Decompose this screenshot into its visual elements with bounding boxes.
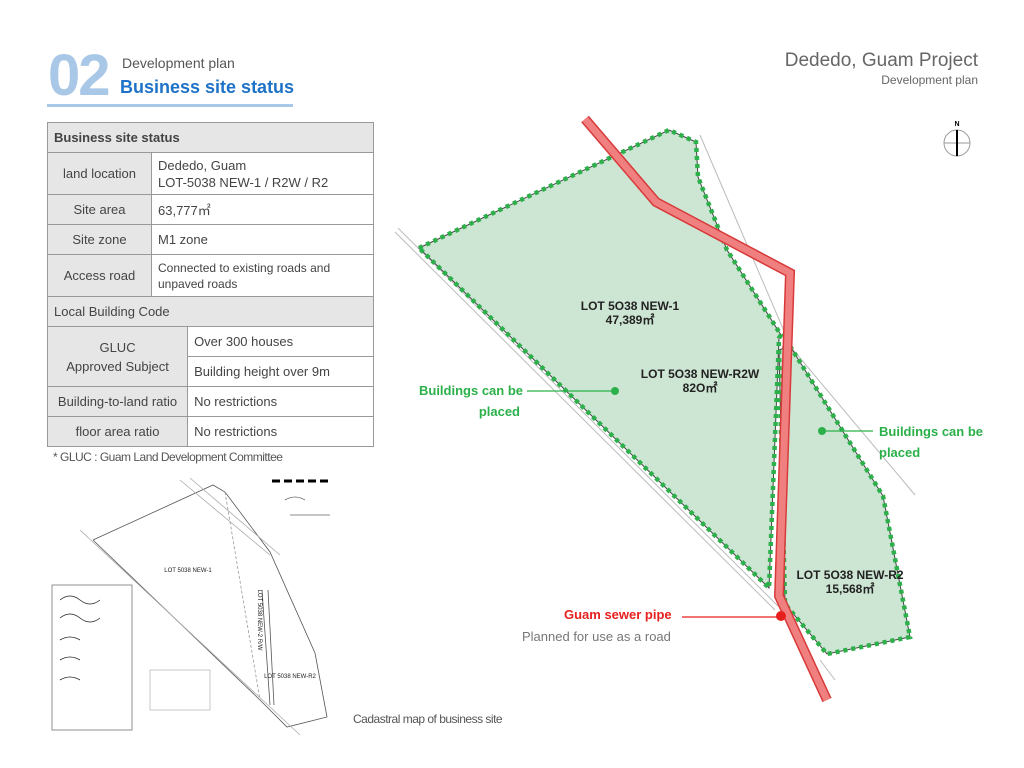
row-label: Site zone [47,224,152,255]
cad-lot-r2w-label: LOT 5038 NEW-2 R/W [256,590,262,651]
north-arrow-icon: N [943,121,971,157]
lot-name: LOT 5O38 NEW-R2 [796,568,904,582]
cadastral-caption: Cadastral map of business site [353,712,503,726]
row-label: GLUC [99,339,136,355]
cell-value: No restrictions [187,416,374,447]
row-label: Building-to-land ratio [46,386,189,417]
section-subtitle: Development plan [122,55,235,71]
lot-area: 82O㎡ [682,381,718,395]
lot-name: LOT 5O38 NEW-R2W [640,367,760,381]
lot-area: 47,389㎡ [605,313,655,327]
footnote: * GLUC : Guam Land Development Committee [53,450,283,464]
cell-value: LOT-5038 NEW-1 / R2W / R2 [158,174,329,190]
sewer-pipe-label: Guam sewer pipe [564,607,672,622]
lot-new-1-area [418,129,782,590]
callout-line: Buildings can be [879,424,984,439]
lot-new-r2-area [778,345,911,655]
row-label: floor area ratio [46,416,189,447]
section-number: 02 [48,43,110,108]
cell-value: No restrictions [187,386,374,417]
north-label: N [954,121,959,128]
callout-line: placed [879,445,921,460]
project-title: Dededo, Guam Project [784,50,978,71]
cell-value: Dededo, Guam [158,157,247,173]
buildings-left-callout: Buildings can be placed [417,380,523,422]
row-label: Approved Subject [66,358,169,374]
section-row: Local Building Code [47,296,374,327]
lot-name: LOT 5O38 NEW-1 [580,299,680,313]
cadastral-map: LOT 5038 NEW-1 LOT 5038 NEW-R2 LOT 5038 … [51,477,332,736]
cad-lot1-label: LOT 5038 NEW-1 [164,568,212,574]
cell-value: 63,777㎡ [151,194,374,225]
callout-line: placed [478,404,520,419]
site-status-table: Business site status land location Deded… [46,122,374,447]
row-label: Site area [47,194,152,225]
cell-value: Connected to existing roads and unpaved … [151,254,374,297]
row-label: Access road [47,254,152,297]
sewer-pipe-sublabel: Planned for use as a road [522,629,671,644]
cad-lot-r2-label: LOT 5038 NEW-R2 [264,674,316,680]
callout-line: Buildings can be [418,383,523,398]
project-subtitle: Development plan [881,73,978,87]
buildings-right-callout: Buildings can be placed [879,421,983,463]
lot-area: 15,568㎡ [825,582,875,596]
title-underline [47,104,293,107]
page-title: Business site status [120,77,295,97]
